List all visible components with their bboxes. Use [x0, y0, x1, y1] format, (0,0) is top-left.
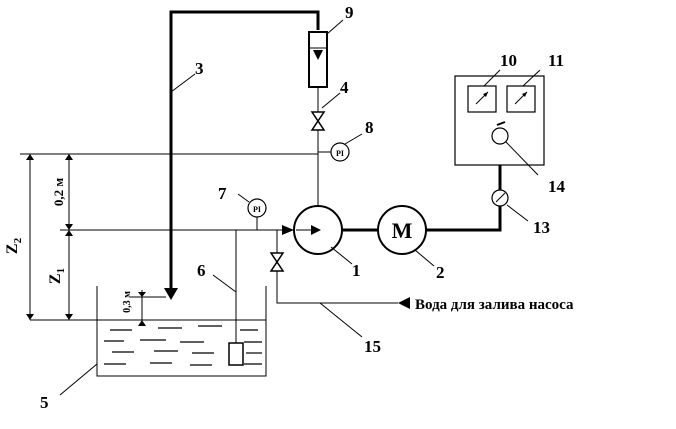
- flow-arrow: [282, 225, 294, 235]
- label-6: 6: [197, 261, 206, 280]
- pressure-gauge-icon: [330, 142, 350, 162]
- priming-line: [269, 230, 410, 338]
- suction-pipe: [212, 225, 294, 366]
- water-tank: [30, 286, 267, 396]
- svg-text:0,3 м: 0,3 м: [122, 291, 133, 313]
- motor-text: M: [392, 218, 413, 243]
- switch-knob-icon: [491, 127, 509, 145]
- priming-valve-icon: [269, 252, 285, 264]
- ammeter-icon: [467, 85, 497, 113]
- label-15: 15: [364, 337, 381, 356]
- svg-text:0,2 м: 0,2 м: [51, 178, 66, 207]
- voltmeter-icon: [506, 85, 536, 113]
- label-7: 7: [218, 184, 227, 203]
- dim-03-label: 0,3 м: [122, 291, 133, 313]
- label-9: 9: [345, 3, 354, 22]
- label-4: 4: [340, 78, 349, 97]
- discharge-line: [308, 19, 363, 208]
- discharge-valve-icon: [310, 111, 326, 123]
- return-arrow-icon: [164, 288, 178, 300]
- label-14: 14: [548, 177, 566, 196]
- power-cable: [426, 165, 529, 232]
- label-5: 5: [40, 393, 49, 412]
- flowmeter-float-icon: [313, 50, 323, 60]
- svg-text:Z2: Z2: [4, 237, 24, 254]
- dim-z1-label: Z1: [47, 268, 67, 284]
- svg-text:Z1: Z1: [47, 268, 67, 284]
- return-pipe: [164, 10, 320, 300]
- dim-02-label: 0,2 м: [51, 178, 66, 207]
- label-13: 13: [533, 218, 550, 237]
- water-inlet-label: Вода для залива насоса: [415, 297, 574, 313]
- control-panel: [454, 69, 545, 176]
- vacuum-gauge: [237, 193, 267, 230]
- label-8: 8: [365, 118, 374, 137]
- label-1: 1: [352, 261, 361, 280]
- label-2: 2: [436, 263, 445, 282]
- motor: [377, 205, 435, 267]
- dim-z2-label: Z2: [4, 237, 24, 254]
- water-waves: [104, 325, 262, 366]
- foot-valve: [228, 342, 244, 366]
- label-11: 11: [548, 51, 564, 70]
- inlet-arrow-icon: [398, 297, 410, 309]
- dimensions: [20, 153, 318, 326]
- gauge-8-text: PI: [336, 149, 344, 158]
- label-10: 10: [500, 51, 517, 70]
- pump: [293, 205, 353, 265]
- gauge-7-text: PI: [253, 205, 261, 214]
- label-3: 3: [195, 59, 204, 78]
